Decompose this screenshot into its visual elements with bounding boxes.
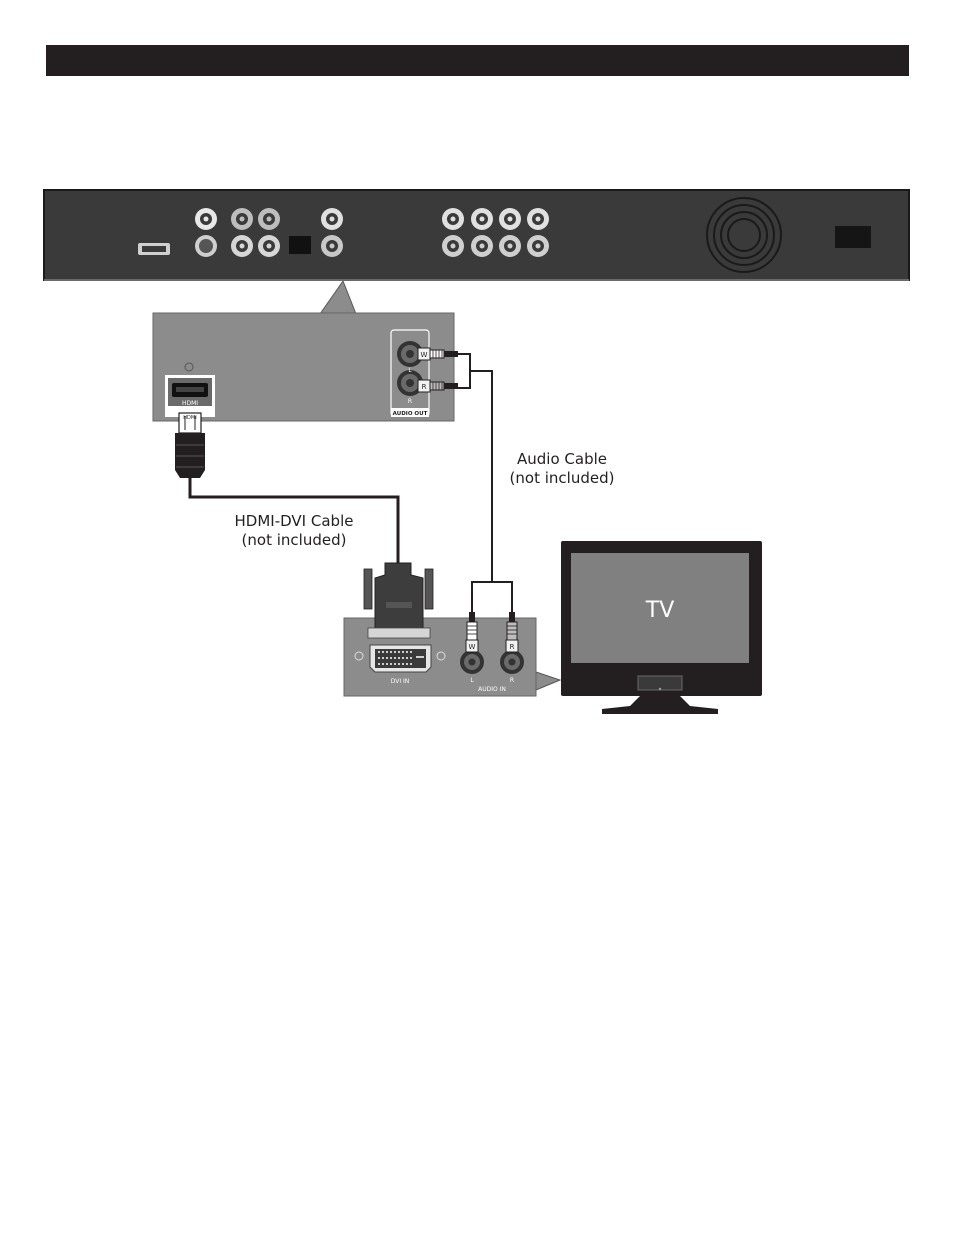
rear-optical-port xyxy=(289,236,311,254)
plug-red-label: R xyxy=(422,383,427,391)
player-zoom-panel: HDMI L R AUDIO OUT W xyxy=(153,313,458,421)
tv-plug-red-label: R xyxy=(510,643,515,651)
plug-white-label: W xyxy=(421,351,428,359)
hdmi-plug: HDMI xyxy=(175,413,205,478)
zoom-hdmi-port: HDMI xyxy=(165,375,215,417)
audio-in-label: AUDIO IN xyxy=(478,686,506,693)
hdmi-dvi-cable-note: (not included) xyxy=(242,531,347,549)
audio-out-label: AUDIO OUT xyxy=(393,411,428,417)
audio-cable-label: Audio Cable xyxy=(517,450,607,468)
tv-callout-pointer xyxy=(536,672,560,690)
dvi-in-label: DVI IN xyxy=(391,678,410,685)
zoom-hdmi-port-label: HDMI xyxy=(182,400,198,407)
tv-plug-white-label: W xyxy=(469,643,476,651)
hdmi-plug-label: HDMI xyxy=(183,415,196,421)
audio-out-right-label: R xyxy=(408,398,412,405)
audio-cable-note: (not included) xyxy=(510,469,615,487)
power-socket xyxy=(835,226,871,248)
zoom-callout-pointer xyxy=(320,281,356,314)
rear-hdmi-port xyxy=(138,243,170,255)
tv-set: TV xyxy=(561,541,762,714)
player-rear-panel xyxy=(44,190,909,280)
audio-in-right-label: R xyxy=(510,677,514,684)
hdmi-dvi-cable-label: HDMI-DVI Cable xyxy=(235,512,354,530)
tv-label: TV xyxy=(645,598,675,623)
audio-cable-lines xyxy=(458,354,512,612)
